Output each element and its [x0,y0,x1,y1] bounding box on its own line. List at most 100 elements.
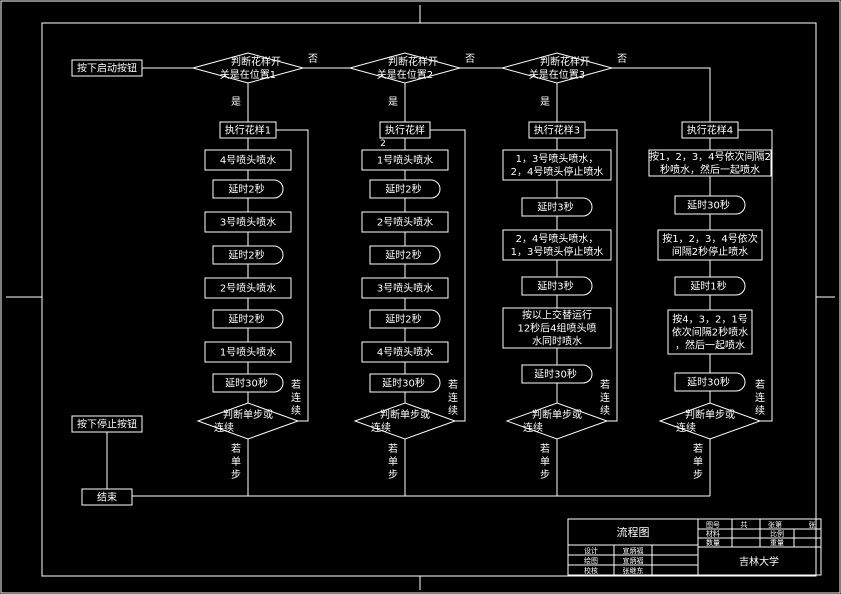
title-block-role: 校核 [584,566,598,575]
title-block-cell: 图号 [706,521,720,529]
drawing-frame [41,22,817,577]
action-step-3-3: 2，4号喷头喷水，1，3号喷头停止喷水 [502,229,612,261]
continuous-label-2: 续 [448,404,458,417]
decision-step-mode-2-text: 连续 [371,421,391,434]
continuous-label-3: 续 [600,404,610,417]
action-step-3-1-text: 1，3号喷头喷水， [516,153,599,165]
delay-step-2-4: 延时2秒 [369,245,441,265]
title-block-title: 流程图 [617,525,650,539]
delay-step-3-2-text: 延时3秒 [537,201,573,214]
title-block-person: 张继东 [623,566,644,575]
action-step-3-3-text: 2，4号喷头喷水， [516,233,599,245]
continuous-label-2: 若 [448,378,458,391]
decision-position-3-text: 判断花样开 [540,55,590,68]
exec-pattern-3-box-text: 执行花样3 [534,124,580,137]
decision-step-mode-1-text: 判断单步或 [223,408,273,421]
action-step-1-1: 4号喷头喷水 [204,149,292,171]
delay-step-1-4: 延时2秒 [212,245,284,265]
delay-step-4-2: 延时30秒 [674,195,746,215]
single-step-label-2: 步 [388,469,398,481]
delay-step-1-8-text: 延时30秒 [225,377,268,390]
title-block-person: 宣炳福 [623,556,644,565]
decision-step-mode-3-text: 判断单步或 [532,408,582,421]
title-block-cell: 材料 [706,529,720,538]
continuous-label-3: 若 [600,378,610,391]
delay-step-4-2-text: 延时30秒 [687,199,730,212]
exec-pattern-2-box-text: 执行花样 [385,124,425,137]
delay-step-3-4-text: 延时3秒 [537,280,573,293]
no-label: 否 [617,53,627,65]
no-branch-line [612,67,711,122]
exec-pattern-1-box-text: 执行花样1 [225,124,271,137]
action-step-2-1-text: 1号喷头喷水 [377,155,433,167]
delay-step-2-2-frame [369,179,441,199]
title-block-person: 宣炳福 [623,546,644,555]
single-step-label-1: 若 [231,442,241,455]
action-step-4-5-frame [667,309,753,355]
action-step-4-1-text: 秒喷水，然后一起喷水 [660,163,760,176]
exec-pattern-3-box: 执行花样3 [528,121,586,139]
delay-step-3-6: 延时30秒 [521,364,593,384]
continuous-label-1: 若 [291,378,301,391]
decision-step-mode-2-text: 判断单步或 [380,408,430,421]
delay-step-4-4-text: 延时1秒 [690,280,726,293]
delay-step-2-4-text: 延时2秒 [385,249,421,262]
single-step-label-3: 步 [540,469,550,481]
action-step-4-1-text: 按1，2，3，4号依次间隔2 [649,150,771,163]
action-step-2-7-text: 4号喷头喷水 [377,347,433,359]
delay-step-1-2-frame [212,179,284,199]
delay-step-3-2-frame [521,197,593,217]
action-step-4-5-text: ，然后一起喷水 [675,339,745,352]
delay-step-1-4-text: 延时2秒 [228,249,264,262]
continuous-loop-line [430,129,466,422]
delay-step-2-8-frame [369,373,441,393]
title-block-role: 设计 [584,546,598,555]
delay-step-1-4-frame [212,245,284,265]
end-box-text: 结束 [97,491,117,504]
delay-step-1-6-text: 延时2秒 [228,313,264,326]
exec-pattern-2-number: 2 [380,139,386,149]
delay-step-4-6: 延时30秒 [674,372,746,392]
action-step-4-5-text: 按4，3，2，1号 [672,313,747,326]
delay-step-2-8-text: 延时30秒 [382,377,425,390]
action-step-3-1-frame [502,149,612,181]
action-step-3-5-text: 按以上交替运行 [522,309,592,322]
title-block-school: 吉林大学 [739,555,779,568]
single-step-label-1: 步 [231,469,241,481]
exec-pattern-1-box: 执行花样1 [219,121,277,139]
action-step-1-7: 1号喷头喷水 [204,341,292,363]
yes-label: 是 [540,96,550,108]
action-step-3-1-text: 2，4号喷头停止喷水 [511,165,604,178]
single-step-label-2: 若 [388,442,398,455]
delay-step-4-4: 延时1秒 [674,276,746,296]
action-step-2-3-text: 2号喷头喷水 [377,217,433,229]
action-step-1-5: 2号喷头喷水 [204,277,292,299]
delay-step-3-4: 延时3秒 [521,276,593,296]
action-step-3-5-frame [502,307,612,349]
single-step-label-4: 单 [693,456,703,468]
action-step-3-3-frame [502,229,612,261]
decision-step-mode-3-frame [505,402,609,440]
decision-position-1-text: 判断花样开 [231,55,281,68]
delay-step-1-2: 延时2秒 [212,179,284,199]
decision-position-1-text: 关是在位置1 [220,68,276,81]
continuous-label-1: 续 [291,404,301,417]
delay-step-3-2: 延时3秒 [521,197,593,217]
stop-button-box: 按下停止按钮 [71,415,143,433]
decision-step-mode-4-text: 连续 [676,421,696,434]
action-step-1-1-text: 4号喷头喷水 [220,155,276,167]
exec-pattern-2-box: 执行花样 [379,121,431,139]
action-step-3-3-text: 1，3号喷头停止喷水 [511,245,604,258]
action-step-2-7: 4号喷头喷水 [361,341,449,363]
title-block-role: 绘图 [584,556,598,565]
no-label: 否 [308,53,318,65]
title-block-cell: 比例 [770,529,784,538]
single-step-label-3: 单 [540,456,550,468]
action-step-4-3-text: 按1，2，3，4号依次 [662,232,757,245]
